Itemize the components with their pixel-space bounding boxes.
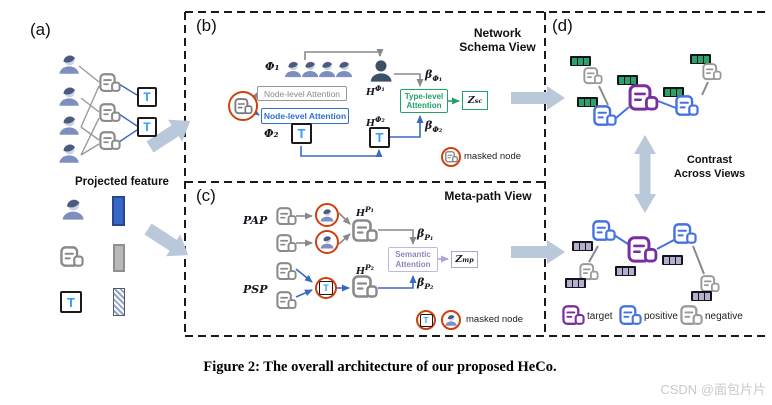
author-icon [57, 141, 81, 165]
author-icon [57, 52, 81, 76]
masked-author-node [315, 230, 339, 254]
node-level-attention-box-gray: Node-level Attention [257, 86, 347, 101]
masked-node-legend-label: masked node [464, 151, 522, 162]
positive-paper-node [675, 95, 699, 117]
panel-a-edges [78, 65, 100, 156]
embedding-bar-green [577, 97, 598, 107]
author-icon [60, 196, 86, 222]
beta-phi2-label: βΦ₂ [425, 119, 443, 135]
figure-caption: Figure 2: The overall architecture of ou… [203, 359, 557, 375]
phi1-label: Φ₁ [265, 60, 280, 73]
author-icon [444, 313, 458, 327]
embedding-bar-green [570, 56, 591, 66]
embedding-bar-green [617, 75, 638, 85]
target-paper-node [627, 236, 658, 264]
author-icon [319, 234, 335, 250]
panel-a-blue-edges [118, 83, 138, 143]
paper-icon [99, 73, 121, 93]
paper-icon [234, 98, 253, 115]
positive-paper-node [592, 220, 616, 242]
beta-phi1-label: βΦ₁ [425, 68, 443, 84]
paper-feature-bar [113, 244, 125, 272]
flow-arrow-c-to-d [511, 240, 565, 264]
embedding-bar-dark [691, 291, 712, 301]
embedding-bar-dark [565, 278, 586, 288]
subject-node: T [291, 123, 312, 144]
subject-embedding-node: T [369, 127, 390, 148]
author-icon [57, 113, 81, 137]
masked-node-legend-label: masked node [466, 314, 524, 325]
target-legend-label: target [587, 311, 613, 322]
subject-node: T [137, 87, 157, 107]
metapath-psp-label: PSP [243, 283, 268, 296]
author-feature-bar [112, 196, 125, 226]
projected-feature-title: Projected feature [75, 176, 169, 188]
paper-icon [276, 234, 297, 253]
embedding-bar-dark [572, 241, 593, 251]
subject-feature-bar [113, 288, 125, 316]
negative-paper-node [583, 67, 603, 85]
masked-paper-node [228, 91, 258, 121]
paper-embedding-icon [352, 219, 378, 243]
paper-embedding-icon [352, 275, 378, 299]
phi2-label: Φ₂ [264, 127, 279, 140]
embedding-bar-dark [662, 255, 683, 265]
flow-arrow-a-to-c [144, 223, 189, 257]
paper-icon [99, 103, 121, 123]
author-icon [334, 59, 354, 79]
target-author-embedding-icon [368, 58, 394, 84]
panel-d-label: (d) [552, 16, 573, 35]
h-p1-label: HP₁ [356, 205, 374, 220]
panel-b-label: (b) [196, 16, 217, 35]
positive-paper-node [593, 105, 617, 127]
positive-paper-node [673, 223, 697, 245]
h-phi1-label: HΦ₁ [366, 84, 385, 99]
masked-node-legend-icon [441, 147, 461, 167]
paper-icon [99, 131, 121, 151]
network-schema-view-title: Network Schema View [459, 26, 536, 54]
paper-icon [276, 291, 297, 310]
panel-a-label: (a) [30, 20, 51, 39]
metapath-pap-label: PAP [243, 214, 268, 227]
negative-paper-node [702, 63, 722, 81]
contrast-across-views-label: Contrast Across Views [673, 154, 746, 180]
beta-p1-label: βP₁ [417, 227, 434, 243]
masked-subject-legend-icon: T [416, 310, 436, 330]
target-paper-node [628, 84, 659, 112]
contrast-double-arrow [634, 135, 656, 213]
meta-path-view-title: Meta-path View [444, 189, 532, 203]
masked-subject-node: T [315, 277, 337, 299]
positive-legend-icon [619, 305, 642, 326]
author-icon [57, 84, 81, 108]
masked-author-legend-icon [441, 310, 461, 330]
embedding-bar-dark [615, 266, 636, 276]
subject-node: T [60, 291, 82, 313]
beta-p2-label: βP₂ [417, 276, 434, 292]
target-legend-icon [562, 305, 585, 326]
negative-legend-icon [680, 305, 703, 326]
author-icon [319, 207, 335, 223]
negative-legend-label: negative [705, 311, 743, 322]
masked-author-node [315, 203, 339, 227]
embedding-bar-green [663, 87, 684, 97]
node-level-attention-box-blue: Node-level Attention [261, 108, 349, 124]
paper-icon [445, 151, 458, 163]
positive-legend-label: positive [644, 311, 678, 322]
subject-node: T [137, 117, 157, 137]
embedding-bar-green [690, 54, 711, 64]
paper-icon [60, 246, 84, 268]
panel-c-label: (c) [196, 186, 216, 205]
paper-icon [276, 262, 297, 281]
h-p2-label: HP₂ [356, 263, 374, 278]
watermark: CSDN @面包片片 [660, 382, 766, 397]
flow-arrow-b-to-d [511, 86, 565, 110]
h-phi2-label: HΦ₂ [366, 115, 385, 130]
semantic-attention-box: Semantic Attention [388, 247, 438, 272]
type-level-attention-box: Type-level Attention [400, 89, 448, 113]
paper-icon [276, 207, 297, 226]
